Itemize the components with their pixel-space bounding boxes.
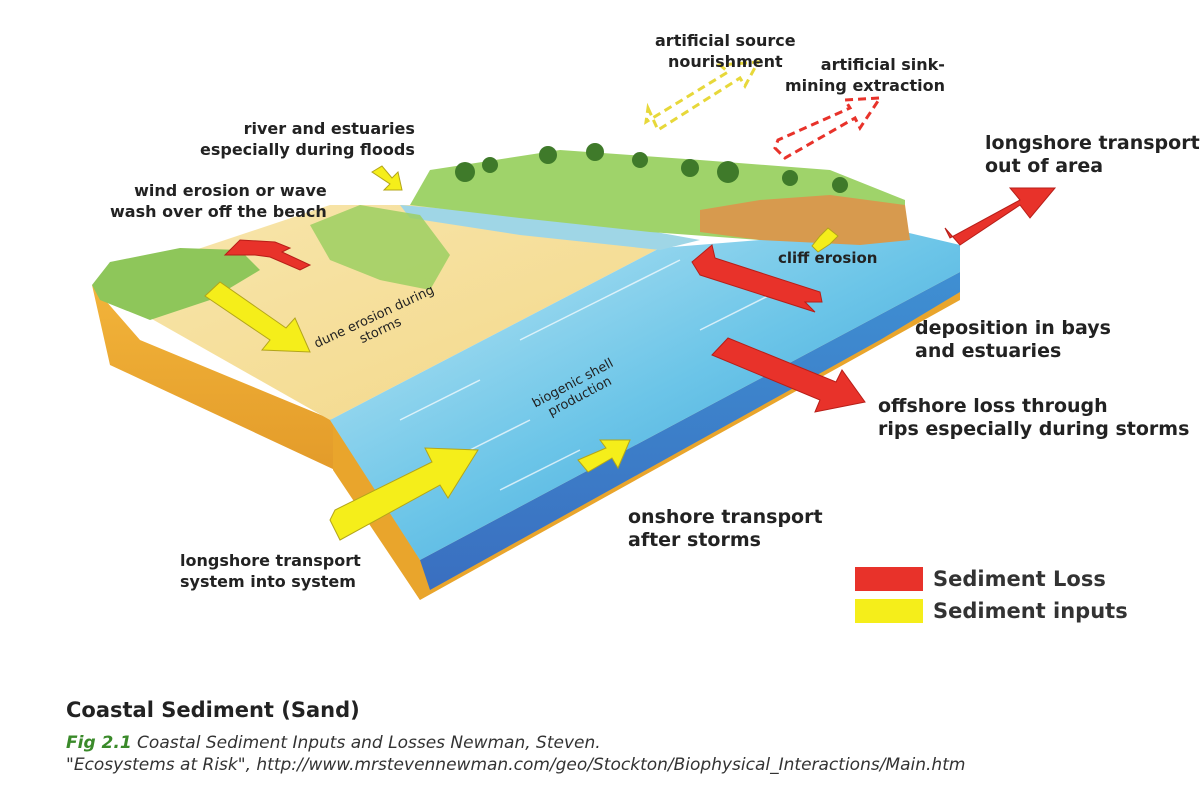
legend-item-loss: Sediment Loss [855,566,1106,592]
legend-item-input: Sediment inputs [855,598,1128,624]
legend-swatch-loss [855,567,923,591]
wind-erosion-arrow [223,239,312,271]
onshore-arrow [577,439,631,473]
dune-vegetation-mid [310,205,450,290]
caption-line-2: "Ecosystems at Risk", http://www.mrsteve… [66,755,966,775]
longshore-out-arrow [944,187,1057,246]
artificial-sink-arrow [773,96,883,160]
trees [455,143,848,193]
caption-line-1: Coastal Sediment Inputs and Losses Newma… [131,733,601,753]
cliff-face [700,195,910,245]
block-left-side [92,285,420,600]
figure-caption: Fig 2.1 Coastal Sediment Inputs and Loss… [66,732,965,776]
estuary [400,205,700,250]
sea-surface [330,232,960,560]
cliff-erosion-arrow [811,227,839,253]
caption-fig-number: Fig 2.1 [66,733,132,753]
longshore-in-arrow [329,447,479,541]
dune-vegetation-left [92,248,260,320]
label-artificial-sink: artificial sink-mining extraction [785,55,945,95]
river-input-arrow [371,165,403,191]
figure-title: Coastal Sediment (Sand) [66,698,360,722]
cliff-to-sea-arrow-red [691,244,823,313]
legend-label-input: Sediment inputs [933,599,1128,623]
offshore-loss-arrow [711,337,866,413]
legend-swatch-input [855,599,923,623]
legend-label-loss: Sediment Loss [933,567,1106,591]
artificial-source-arrow [644,60,761,133]
dune-erosion-arrow [204,281,311,353]
label-cliff-erosion: cliff erosion [778,249,878,267]
sea-front-side [420,272,960,590]
